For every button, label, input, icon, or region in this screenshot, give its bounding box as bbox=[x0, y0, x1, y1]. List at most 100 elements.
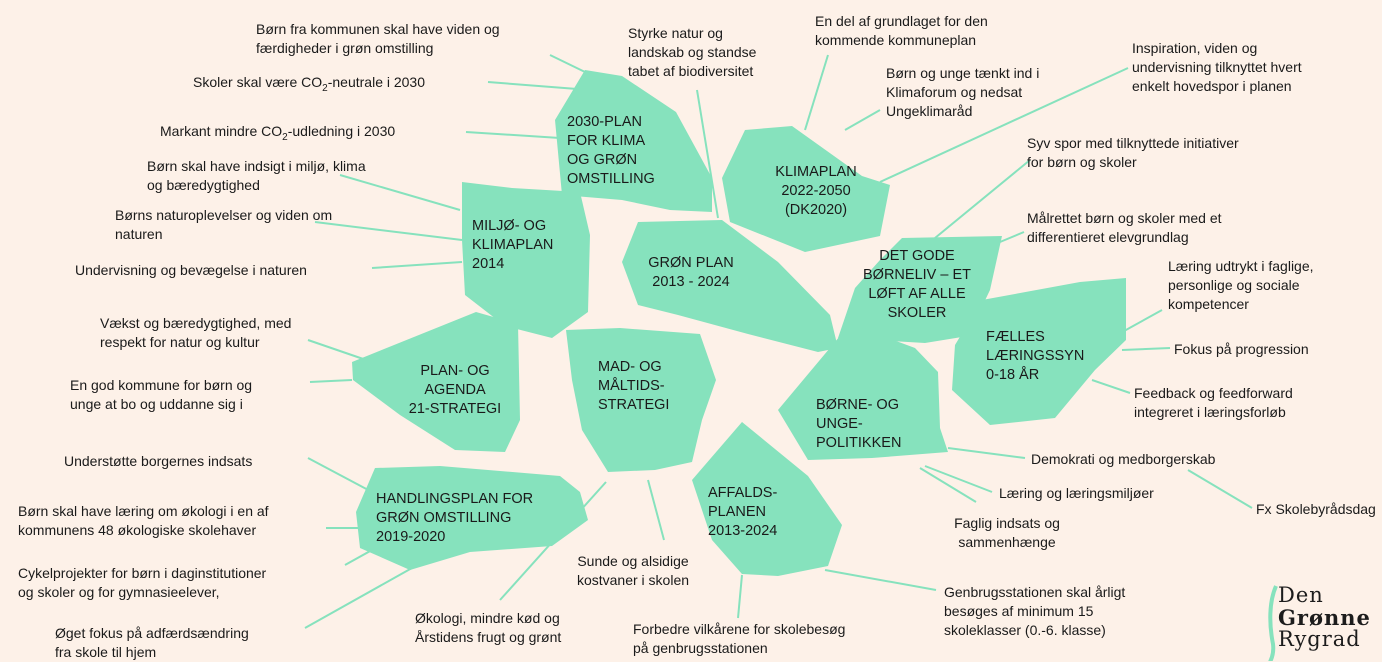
annotation-line: Målrettet børn og skoler med et bbox=[1027, 210, 1222, 226]
annotation-line: enkelt hovedspor i planen bbox=[1132, 78, 1292, 94]
annotation-line: Ungeklimaråd bbox=[886, 103, 973, 119]
shape-gron bbox=[622, 220, 838, 352]
annotation-maalrettet: Målrettet børn og skoler med et differen… bbox=[1027, 209, 1222, 247]
annotation-line: En god kommune for børn og bbox=[70, 377, 253, 393]
annotation-line: Demokrati og medborgerskab bbox=[1031, 451, 1216, 467]
annotation-line: Genbrugsstationen skal årligt bbox=[944, 584, 1126, 600]
annotation-demokrati: Demokrati og medborgerskab bbox=[1031, 450, 1215, 469]
plan-title-mad: MAD- OG MÅLTIDS- STRATEGI bbox=[598, 358, 669, 415]
annotation-progression: Fokus på progression bbox=[1174, 340, 1309, 359]
plan-shapes bbox=[352, 70, 1126, 576]
logo-line-2: Grønne bbox=[1278, 605, 1371, 630]
annotation-borgernes-indsats: Understøtte borgernes indsats bbox=[64, 452, 252, 471]
annotation-line: færdigheder i grøn omstilling bbox=[256, 40, 434, 56]
annotation-line: tabet af biodiversitet bbox=[628, 63, 754, 79]
shape-agenda bbox=[352, 312, 520, 452]
annotation-line: integreret i læringsforløb bbox=[1134, 404, 1286, 420]
annotation-cykelprojekter: Cykelprojekter for børn i daginstitution… bbox=[18, 564, 266, 602]
annotation-line: fra skole til hjem bbox=[55, 644, 157, 660]
annotation-co2-neutrale: Skoler skal være CO2-neutrale i 2030 bbox=[193, 73, 425, 98]
annotation-line: Understøtte borgernes indsats bbox=[64, 453, 253, 469]
plan-title-faelles: FÆLLES LÆRINGSSYN 0-18 ÅR bbox=[986, 328, 1084, 385]
annotation-skolebyraadsdag: Fx Skolebyrådsdag bbox=[1256, 500, 1376, 519]
annotation-line: Cykelprojekter for børn i daginstitution… bbox=[18, 565, 267, 581]
annotation-line: Vækst og bæredygtighed, med bbox=[100, 315, 292, 331]
shape-handling bbox=[356, 466, 588, 570]
plan-2030-line-1: 2030-PLAN bbox=[567, 114, 642, 130]
annotation-line: Inspiration, viden og bbox=[1132, 40, 1258, 56]
handling-line-2: GRØN OMSTILLING bbox=[376, 510, 512, 526]
annotation-indsigt-miljo: Børn skal have indsigt i miljø, klima og… bbox=[147, 157, 366, 195]
annotation-line: Faglig indsats og bbox=[954, 515, 1060, 531]
annotation-line: Fx Skolebyrådsdag bbox=[1256, 501, 1376, 517]
klimaplan-line-3: (DK2020) bbox=[784, 202, 848, 218]
annotation-line: Undervisning og bevægelse i naturen bbox=[75, 262, 307, 278]
annotation-laering-kompetencer: Læring udtrykt i faglige, personlige og … bbox=[1168, 257, 1314, 314]
annotation-co2-udledning: Markant mindre CO2-udledning i 2030 bbox=[160, 122, 395, 147]
borneliv-line-4: SKOLER bbox=[887, 305, 947, 321]
annotation-line: Årstidens frugt og grønt bbox=[415, 629, 562, 645]
annotation-laeringsmiljoer: Læring og læringsmiljøer bbox=[999, 484, 1154, 503]
annotation-line: respekt for natur og kultur bbox=[100, 334, 260, 350]
connector-lines bbox=[304, 54, 1253, 629]
annotation-line: Børn fra kommunen skal have viden og bbox=[256, 21, 500, 37]
annotation-faglig-indsats: Faglig indsats og sammenhænge bbox=[942, 514, 1072, 552]
annotation-line: Børn og unge tænkt ind i bbox=[886, 65, 1040, 81]
agenda-line-3: 21-STRATEGI bbox=[408, 401, 502, 417]
logo-line-1: Den bbox=[1278, 583, 1324, 607]
annotation-line: kompetencer bbox=[1168, 296, 1249, 312]
annotation-klimaforum: Børn og unge tænkt ind i Klimaforum og n… bbox=[886, 64, 1039, 121]
annotation-line: Læring og læringsmiljøer bbox=[999, 485, 1154, 501]
annotation-line: Klimaforum og nedsat bbox=[886, 84, 1023, 100]
annotation-text: Markant mindre CO bbox=[160, 123, 283, 139]
affald-line-1: AFFALDS- bbox=[708, 485, 778, 501]
borneliv-line-2: BØRNELIV – ET bbox=[863, 267, 971, 283]
plan-title-klimaplan: KLIMAPLAN 2022-2050 (DK2020) bbox=[756, 163, 876, 220]
klimaplan-line-1: KLIMAPLAN bbox=[775, 164, 857, 180]
annotation-text: -neutrale i 2030 bbox=[327, 74, 426, 90]
shape-mad bbox=[566, 328, 716, 472]
den-gronne-rygrad-logo: Den Grønne Rygrad bbox=[1268, 582, 1382, 661]
handling-line-3: 2019-2020 bbox=[376, 529, 446, 545]
logo-line-3: Rygrad bbox=[1278, 627, 1361, 651]
annotation-line: kommende kommuneplan bbox=[815, 32, 977, 48]
faelles-line-2: LÆRINGSSYN bbox=[986, 348, 1085, 364]
annotation-line: kommunens 48 økologiske skolehaver bbox=[18, 522, 257, 538]
miljo-line-2: KLIMAPLAN bbox=[472, 237, 554, 253]
annotation-line: skoleklasser (0.-6. klasse) bbox=[944, 622, 1106, 638]
annotation-line: Styrke natur og bbox=[628, 25, 723, 41]
annotation-line: Økologi, mindre kød og bbox=[415, 610, 560, 626]
annotation-line: Læring udtrykt i faglige, bbox=[1168, 258, 1314, 274]
annotation-okologi-skolehaver: Børn skal have læring om økologi i en af… bbox=[18, 502, 269, 540]
agenda-line-2: AGENDA bbox=[424, 382, 486, 398]
annotation-line: sammenhænge bbox=[958, 534, 1056, 550]
shape-klimaplan bbox=[722, 126, 890, 252]
annotation-line: Børn skal have læring om økologi i en af bbox=[18, 503, 269, 519]
plan-2030-line-4: OMSTILLING bbox=[567, 171, 655, 187]
plan-title-gron: GRØN PLAN 2013 - 2024 bbox=[636, 254, 746, 292]
annotation-line: på genbrugsstationen bbox=[633, 640, 768, 656]
annotation-line: Børn skal have indsigt i miljø, klima bbox=[147, 158, 366, 174]
annotation-kostvaner: Sunde og alsidige kostvaner i skolen bbox=[560, 552, 706, 590]
miljo-line-3: 2014 bbox=[472, 256, 505, 272]
affald-line-3: 2013-2024 bbox=[708, 523, 778, 539]
annotation-naturoplevelser: Børns naturoplevelser og viden om nature… bbox=[115, 206, 332, 244]
borne-line-1: BØRNE- OG bbox=[816, 397, 899, 413]
plan-title-miljo: MILJØ- OG KLIMAPLAN 2014 bbox=[472, 217, 553, 274]
annotation-adfaerdsaendring: Øget fokus på adfærdsændring fra skole t… bbox=[55, 624, 249, 662]
annotation-line: landskab og standse bbox=[628, 44, 757, 60]
borne-line-3: POLITIKKEN bbox=[816, 435, 902, 451]
annotation-line: personlige og sociale bbox=[1168, 277, 1300, 293]
annotation-inspiration: Inspiration, viden og undervisning tilkn… bbox=[1132, 39, 1302, 96]
shape-affald bbox=[692, 422, 842, 576]
mad-line-3: STRATEGI bbox=[598, 397, 670, 413]
annotation-feedback: Feedback og feedforward integreret i lær… bbox=[1134, 384, 1293, 422]
plan-title-2030: 2030-PLAN FOR KLIMA OG GRØN OMSTILLING bbox=[567, 113, 655, 189]
plan-2030-line-3: OG GRØN bbox=[567, 152, 638, 168]
borneliv-line-1: DET GODE bbox=[879, 248, 955, 264]
annotation-line: naturen bbox=[115, 226, 163, 242]
annotation-biodiversitet: Styrke natur og landskab og standse tabe… bbox=[628, 24, 756, 81]
shape-borne bbox=[778, 324, 948, 460]
mad-line-2: MÅLTIDS- bbox=[598, 378, 665, 394]
